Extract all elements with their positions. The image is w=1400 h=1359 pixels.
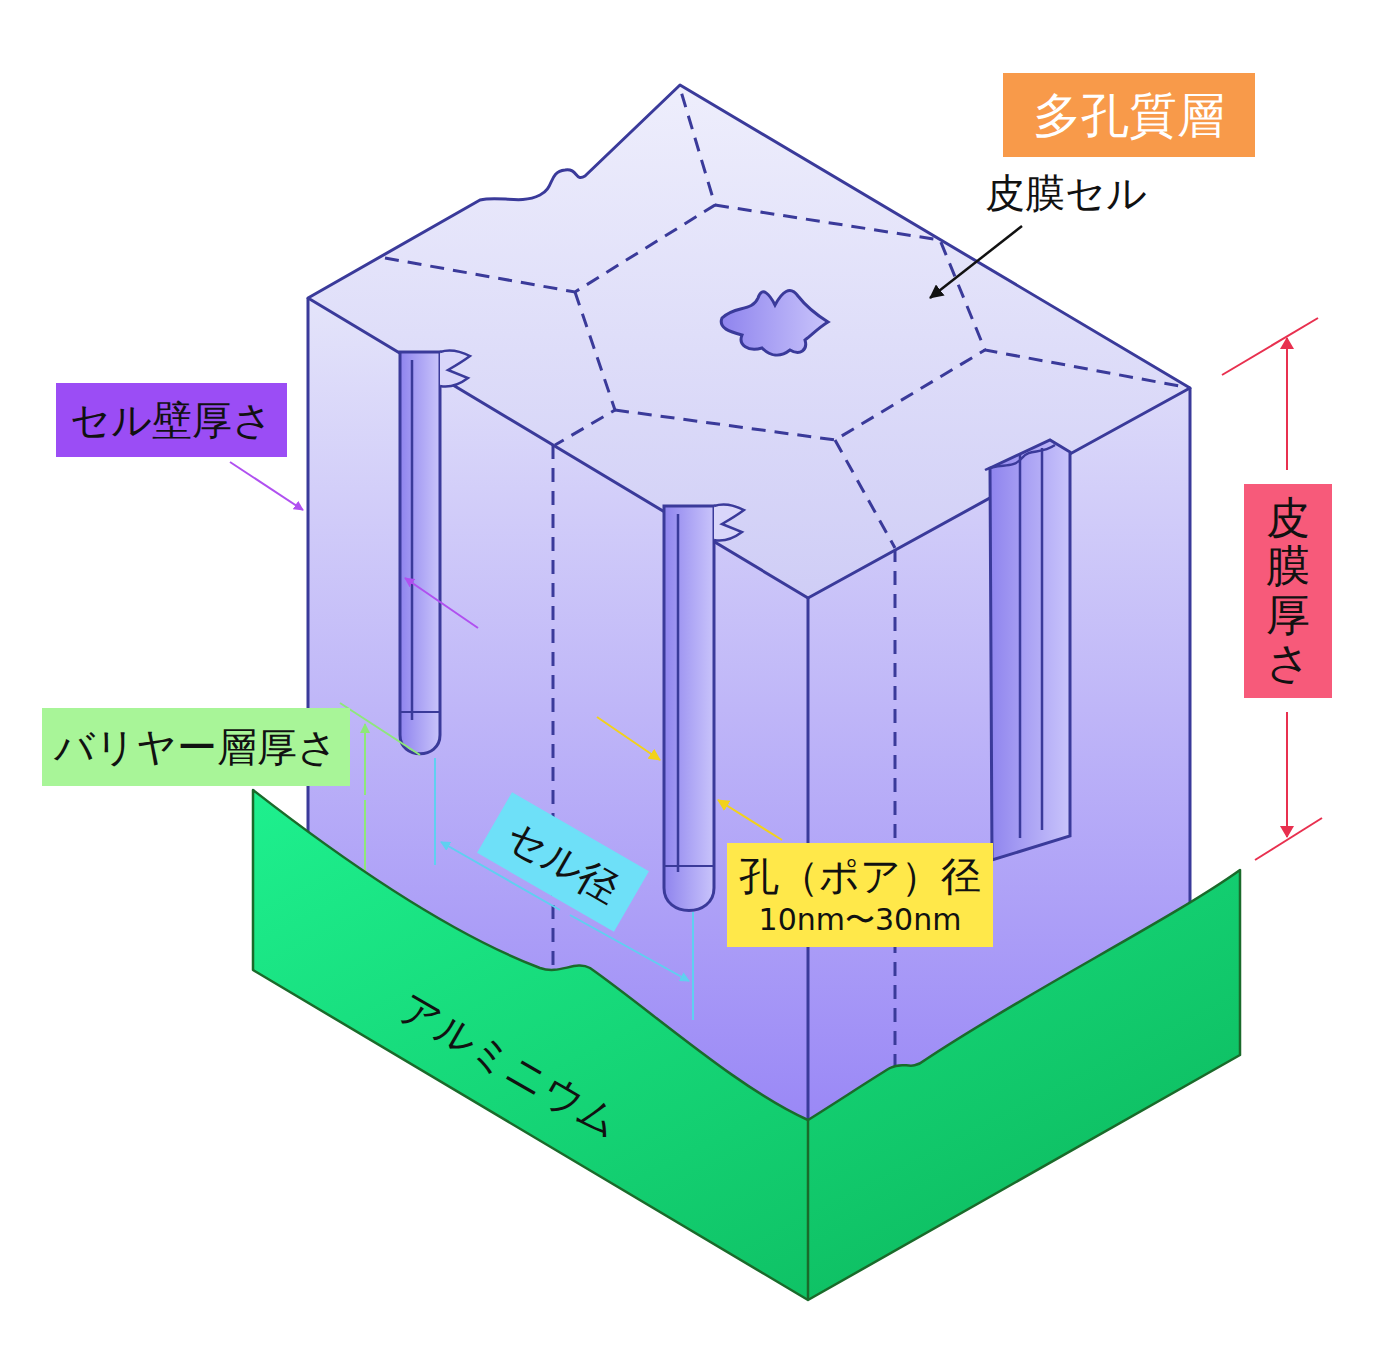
- dimension-label-box: セル径: [477, 792, 649, 932]
- section-title-box: 多孔質層: [1003, 73, 1255, 157]
- aluminium-substrate: アルミニウム: [250, 780, 1250, 1310]
- dimension-label-box: 孔（ポア）径10nm〜30nm: [727, 843, 993, 947]
- label-text: 多孔質層: [1033, 85, 1225, 145]
- label-text: バリヤー層厚さ: [54, 722, 338, 772]
- aluminium-shape: [250, 780, 1250, 1310]
- label-text: 孔（ポア）径: [739, 851, 981, 901]
- label-text: 皮膜厚さ: [1266, 494, 1310, 688]
- label-text: セル壁厚さ: [70, 395, 273, 445]
- vertical-label-box: 皮膜厚さ: [1244, 484, 1332, 698]
- callout-label: 皮膜セル: [985, 166, 1147, 221]
- label-text: 10nm〜30nm: [739, 901, 981, 939]
- dimension-label-box: セル壁厚さ: [56, 383, 287, 457]
- dimension-label-box: バリヤー層厚さ: [42, 708, 350, 786]
- label-text: セル径: [498, 810, 629, 914]
